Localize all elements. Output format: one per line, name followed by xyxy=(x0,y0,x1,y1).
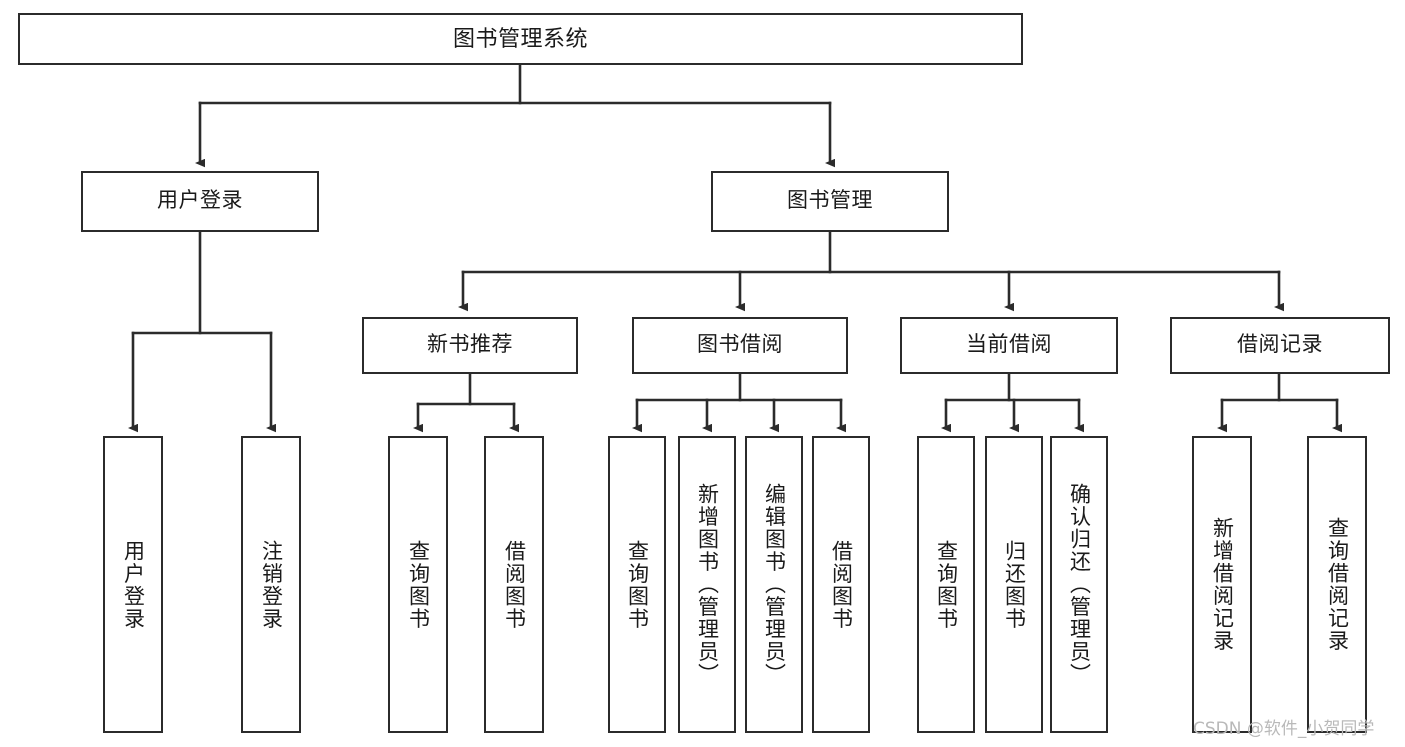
node-user-login-label: 用户登录 xyxy=(157,189,243,213)
node-root-system-label: 图书管理系统 xyxy=(452,26,588,52)
node-leaf-add-book-label: 新增图书（管理员） xyxy=(695,483,719,686)
node-leaf-return-book[interactable]: 归还图书 xyxy=(985,436,1043,733)
node-leaf-borrow-book-2[interactable]: 借阅图书 xyxy=(812,436,870,733)
node-leaf-query-record-label: 查询借阅记录 xyxy=(1325,517,1349,652)
node-leaf-query-book-1[interactable]: 查询图书 xyxy=(388,436,448,733)
node-leaf-borrow-book-1-label: 借阅图书 xyxy=(502,539,526,630)
node-leaf-query-book-1-label: 查询图书 xyxy=(406,539,430,630)
node-book-management-label: 图书管理 xyxy=(787,189,873,213)
node-root-system[interactable]: 图书管理系统 xyxy=(18,13,1023,65)
node-book-borrow-label: 图书借阅 xyxy=(697,333,783,357)
node-leaf-add-record-label: 新增借阅记录 xyxy=(1210,517,1234,652)
node-current-borrow-label: 当前借阅 xyxy=(966,333,1052,357)
node-leaf-query-book-2[interactable]: 查询图书 xyxy=(608,436,666,733)
node-leaf-query-book-3-label: 查询图书 xyxy=(934,539,958,630)
node-new-book-recommend[interactable]: 新书推荐 xyxy=(362,317,578,374)
node-leaf-query-record[interactable]: 查询借阅记录 xyxy=(1307,436,1367,733)
node-leaf-logout-login[interactable]: 注销登录 xyxy=(241,436,301,733)
node-leaf-logout-login-label: 注销登录 xyxy=(259,539,283,630)
node-new-book-recommend-label: 新书推荐 xyxy=(427,333,513,357)
node-leaf-edit-book[interactable]: 编辑图书（管理员） xyxy=(745,436,803,733)
node-leaf-add-book[interactable]: 新增图书（管理员） xyxy=(678,436,736,733)
node-borrow-record-label: 借阅记录 xyxy=(1237,333,1323,357)
node-book-borrow[interactable]: 图书借阅 xyxy=(632,317,848,374)
watermark-text: CSDN @软件_小贺同学 xyxy=(1193,719,1375,739)
node-leaf-user-login-label: 用户登录 xyxy=(121,539,145,630)
node-current-borrow[interactable]: 当前借阅 xyxy=(900,317,1118,374)
node-leaf-user-login[interactable]: 用户登录 xyxy=(103,436,163,733)
node-leaf-add-record[interactable]: 新增借阅记录 xyxy=(1192,436,1252,733)
node-leaf-edit-book-label: 编辑图书（管理员） xyxy=(762,483,786,686)
node-book-management[interactable]: 图书管理 xyxy=(711,171,949,232)
node-leaf-return-book-label: 归还图书 xyxy=(1002,539,1026,630)
node-leaf-confirm-return[interactable]: 确认归还（管理员） xyxy=(1050,436,1108,733)
node-leaf-query-book-3[interactable]: 查询图书 xyxy=(917,436,975,733)
node-user-login[interactable]: 用户登录 xyxy=(81,171,319,232)
node-borrow-record[interactable]: 借阅记录 xyxy=(1170,317,1390,374)
node-leaf-confirm-return-label: 确认归还（管理员） xyxy=(1067,483,1091,686)
node-leaf-query-book-2-label: 查询图书 xyxy=(625,539,649,630)
node-leaf-borrow-book-2-label: 借阅图书 xyxy=(829,539,853,630)
node-leaf-borrow-book-1[interactable]: 借阅图书 xyxy=(484,436,544,733)
